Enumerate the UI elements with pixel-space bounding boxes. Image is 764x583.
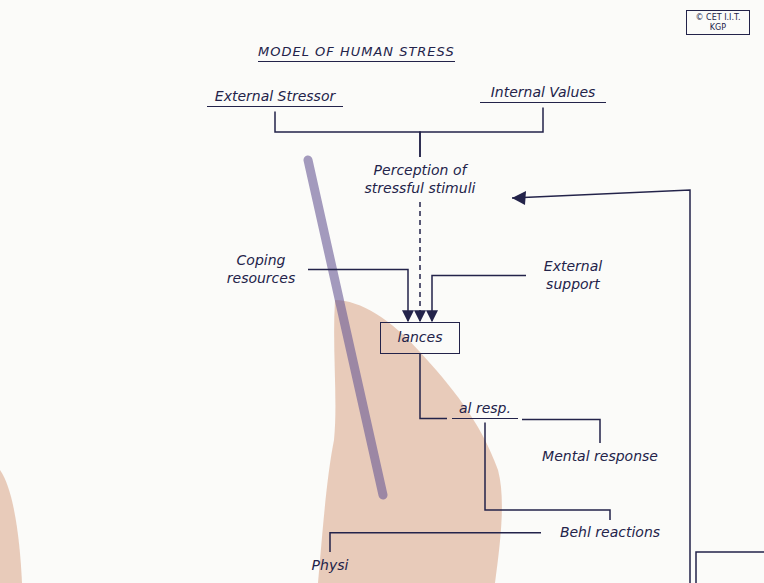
connector <box>420 108 543 158</box>
connector <box>522 420 600 444</box>
connector <box>432 276 526 322</box>
process-box: lances <box>380 322 460 354</box>
arm-edge <box>0 470 22 583</box>
text-node: External Stressor <box>205 86 345 109</box>
connector <box>485 423 610 521</box>
node-text: Internal Values <box>480 84 606 103</box>
connector <box>419 202 421 321</box>
connector <box>330 533 541 552</box>
connector <box>420 354 447 419</box>
node-text: lances <box>389 329 451 347</box>
node-text: External support <box>532 258 614 293</box>
text-node: External support <box>530 256 616 295</box>
connector <box>308 270 408 322</box>
feedback-line <box>512 190 690 583</box>
logo-label: © CET I.I.T. KGP <box>686 10 750 35</box>
cut-box <box>696 552 764 583</box>
pen <box>308 160 383 495</box>
text-node: Behl reactions <box>545 522 675 544</box>
connector <box>275 112 420 158</box>
node-text: Coping resources <box>220 252 302 287</box>
node-text: al resp. <box>452 400 518 419</box>
node-text: Behl reactions <box>547 524 673 542</box>
text-node: Perception of stressful stimuli <box>345 160 495 199</box>
node-text: External Stressor <box>207 88 343 107</box>
text-node: Coping resources <box>218 250 304 289</box>
node-text: Mental response <box>532 448 668 466</box>
node-text: Physi <box>302 557 358 575</box>
text-node: Physi <box>300 555 360 577</box>
text-node: al resp. <box>450 398 520 421</box>
feedback-arrowhead <box>512 191 526 205</box>
text-node: Mental response <box>530 446 670 468</box>
text-node: Internal Values <box>478 82 608 105</box>
diagram-title: MODEL OF HUMAN STRESS <box>258 44 455 62</box>
node-text: Perception of stressful stimuli <box>347 162 493 197</box>
